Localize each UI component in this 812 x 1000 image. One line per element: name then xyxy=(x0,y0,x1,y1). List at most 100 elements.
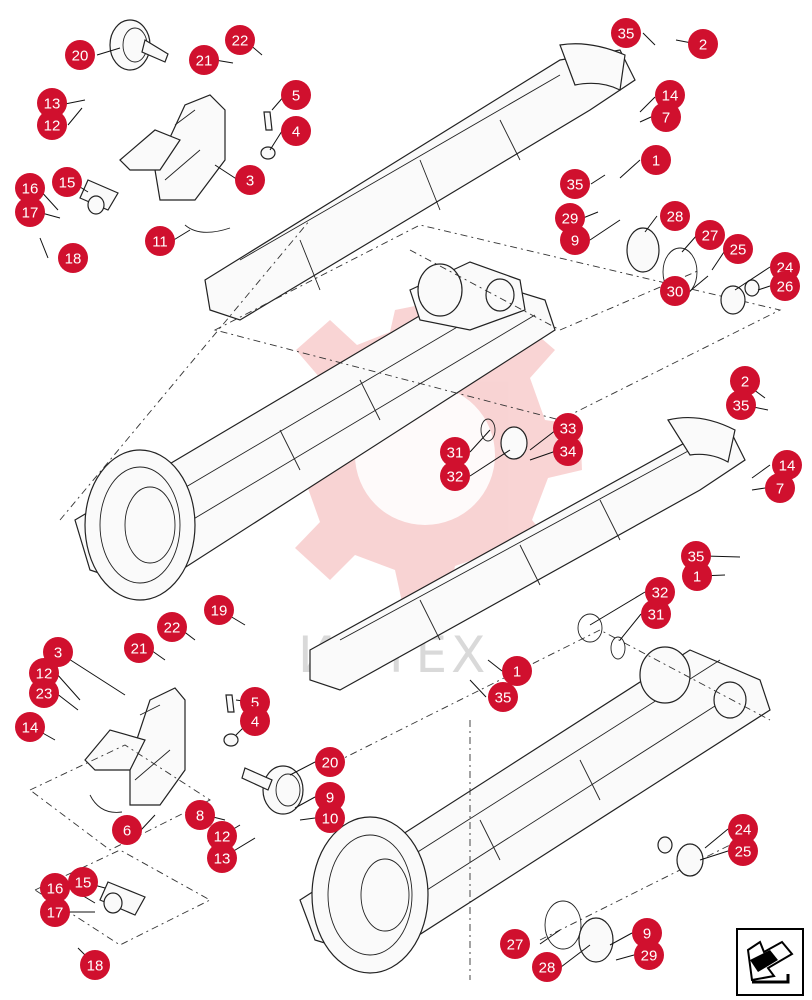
callout-label: 8 xyxy=(196,808,204,825)
callout-label: 6 xyxy=(123,823,131,840)
callout-marker xyxy=(641,145,671,175)
callout-label: 16 xyxy=(22,181,39,198)
callout-marker xyxy=(726,390,756,420)
idler-bracket-upper xyxy=(119,94,226,201)
callout-label: 19 xyxy=(211,603,228,620)
callout-32: 32 xyxy=(440,461,470,491)
callout-23: 23 xyxy=(29,678,59,708)
navigate-back-button[interactable] xyxy=(736,928,804,996)
callout-17: 17 xyxy=(15,197,45,227)
callout-9: 9 xyxy=(632,918,662,948)
callout-12: 12 xyxy=(207,821,237,851)
callout-label: 26 xyxy=(777,279,794,296)
callout-1: 1 xyxy=(502,656,532,686)
callout-marker xyxy=(29,678,59,708)
callout-label: 29 xyxy=(562,211,579,228)
callout-15: 15 xyxy=(68,867,98,897)
callout-label: 11 xyxy=(152,234,168,251)
callout-35: 35 xyxy=(726,390,756,420)
callout-label: 7 xyxy=(776,481,784,498)
callout-11: 11 xyxy=(145,226,175,256)
hub-plates-upper xyxy=(626,227,760,315)
callout-marker xyxy=(315,803,345,833)
callout-label: 35 xyxy=(688,549,705,566)
callout-label: 14 xyxy=(779,458,796,475)
callout-7: 7 xyxy=(651,102,681,132)
callout-3: 3 xyxy=(235,165,265,195)
callout-28: 28 xyxy=(532,952,562,982)
callout-14: 14 xyxy=(772,450,802,480)
callout-label: 22 xyxy=(164,620,181,637)
callout-label: 14 xyxy=(22,720,39,737)
callout-label: 23 xyxy=(36,686,53,703)
wire-lower xyxy=(89,794,123,813)
callout-marker xyxy=(500,929,530,959)
callout-label: 2 xyxy=(741,374,749,391)
bolt-upper-5 xyxy=(260,111,276,160)
callout-label: 28 xyxy=(667,209,684,226)
callout-2: 2 xyxy=(730,366,760,396)
callout-marker xyxy=(730,366,760,396)
callout-4: 4 xyxy=(240,706,270,736)
bracket-dash-lower xyxy=(29,744,211,851)
callout-marker xyxy=(611,18,641,48)
callout-marker xyxy=(440,437,470,467)
callout-label: 13 xyxy=(214,851,231,868)
roller-upper xyxy=(109,19,169,71)
callout-label: 17 xyxy=(22,205,39,222)
callout-31: 31 xyxy=(440,437,470,467)
callout-label: 17 xyxy=(47,905,64,922)
callout-34: 34 xyxy=(553,436,583,466)
callout-label: 32 xyxy=(652,585,669,602)
callout-29: 29 xyxy=(634,940,664,970)
callout-label: 9 xyxy=(571,233,579,250)
callout-label: 22 xyxy=(232,33,249,50)
callout-19: 19 xyxy=(204,595,234,625)
callout-label: 33 xyxy=(560,421,577,438)
callout-label: 35 xyxy=(618,26,635,43)
callout-marker xyxy=(634,940,664,970)
callout-label: 10 xyxy=(322,811,339,828)
callout-label: 21 xyxy=(131,641,148,658)
callout-2: 2 xyxy=(688,29,718,59)
callout-label: 29 xyxy=(641,948,658,965)
callout-marker xyxy=(682,561,712,591)
callout-marker xyxy=(207,821,237,851)
callout-9: 9 xyxy=(315,782,345,812)
callout-label: 15 xyxy=(59,175,76,192)
lower-dash-outlines xyxy=(319,629,771,980)
callout-marker xyxy=(632,918,662,948)
callout-label: 12 xyxy=(36,666,53,683)
callout-marker xyxy=(145,226,175,256)
callout-25: 25 xyxy=(723,234,753,264)
callout-marker xyxy=(688,29,718,59)
callout-marker xyxy=(240,706,270,736)
callout-label: 18 xyxy=(87,958,104,975)
callout-marker xyxy=(40,897,70,927)
wire-upper xyxy=(184,224,231,233)
callout-label: 3 xyxy=(246,173,254,190)
callout-marker xyxy=(58,243,88,273)
leader-lines xyxy=(31,32,771,968)
callout-label: 1 xyxy=(693,569,701,586)
callout-marker xyxy=(553,436,583,466)
callout-12: 12 xyxy=(37,110,67,140)
callout-26: 26 xyxy=(770,271,800,301)
callout-22: 22 xyxy=(157,612,187,642)
callout-marker xyxy=(225,25,255,55)
idler-bracket-lower xyxy=(84,687,186,806)
callout-20: 20 xyxy=(65,40,95,70)
callout-13: 13 xyxy=(37,88,67,118)
callout-label: 16 xyxy=(47,881,64,898)
arrow-return-icon xyxy=(746,940,794,984)
callout-marker xyxy=(315,782,345,812)
callout-marker xyxy=(207,843,237,873)
callout-10: 10 xyxy=(315,803,345,833)
callout-marker xyxy=(15,173,45,203)
pin-dash-lower xyxy=(34,849,211,946)
callout-label: 28 xyxy=(539,960,556,977)
callout-label: 20 xyxy=(322,755,339,772)
callout-label: 25 xyxy=(735,844,752,861)
callout-16: 16 xyxy=(40,873,70,903)
